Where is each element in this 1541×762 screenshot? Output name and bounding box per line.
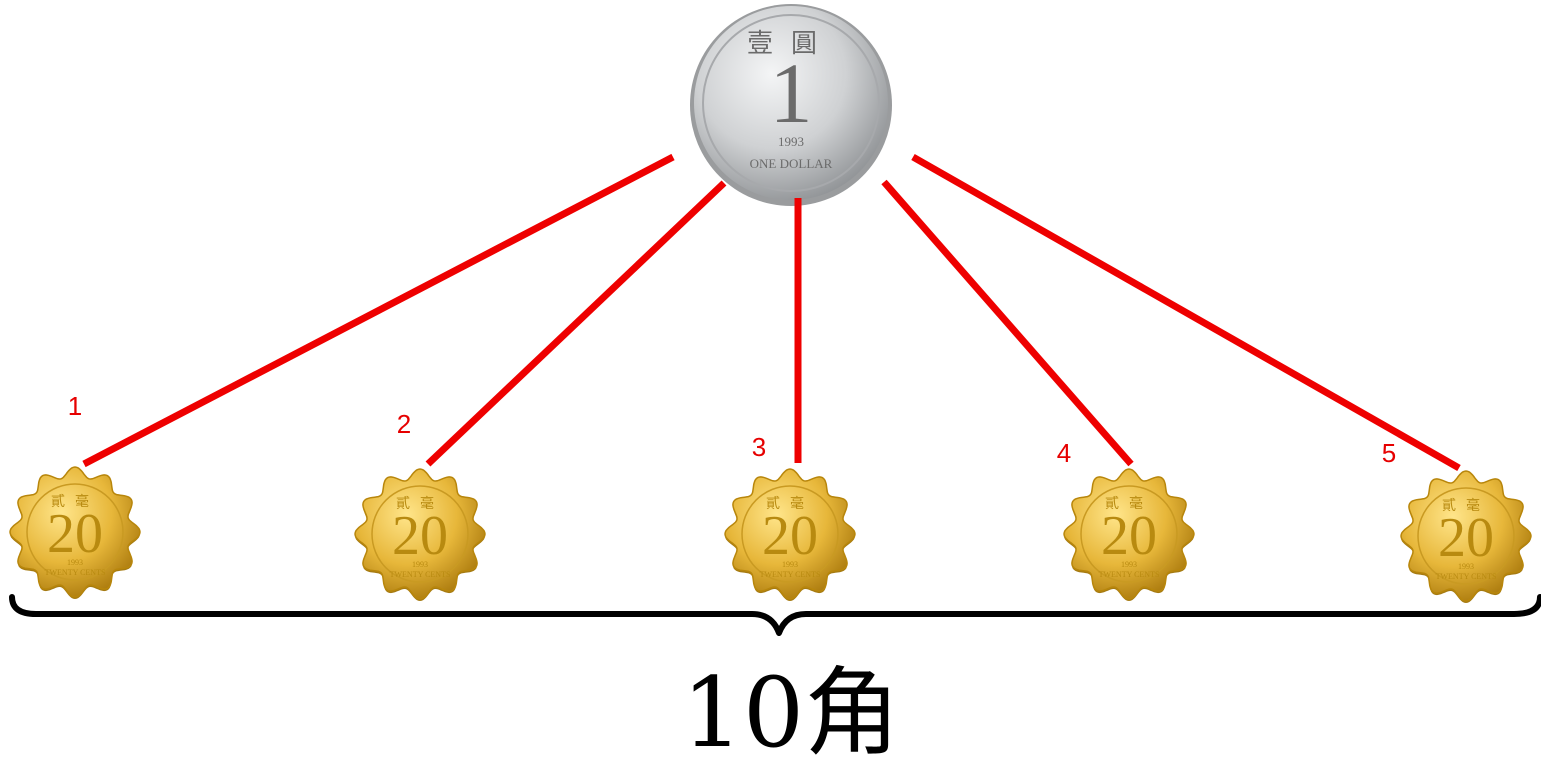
twenty-cent-coin-year: 1993 (782, 560, 798, 569)
grouping-brace (9, 594, 1541, 636)
dollar-coin-chinese: 壹圓 (747, 29, 835, 58)
connector-line-2 (425, 180, 727, 467)
twenty-cent-coin-inscription: TWENTY CENTS (760, 570, 821, 579)
dollar-coin-value: 1 (770, 45, 813, 141)
total-label: 10角 (682, 657, 900, 762)
count-labels: 1 2 3 4 5 (68, 391, 1396, 468)
twenty-cent-coin-inscription: TWENTY CENTS (1436, 572, 1497, 581)
count-label-1: 1 (68, 391, 82, 421)
count-label-4: 4 (1057, 438, 1071, 468)
twenty-cent-coin-chinese: 貳毫 (1442, 497, 1490, 514)
count-label-2: 2 (397, 409, 411, 439)
twenty-cent-coin-inscription: TWENTY CENTS (390, 570, 451, 579)
one-dollar-coin: 壹圓 1 1993 ONE DOLLAR (690, 4, 892, 206)
twenty-cent-coin-year: 1993 (1121, 560, 1137, 569)
twenty-cent-coin-value: 20 (47, 503, 103, 565)
dollar-coin-inscription: ONE DOLLAR (750, 156, 833, 171)
connector-lines (82, 153, 1461, 472)
twenty-cent-coin-year: 1993 (67, 558, 83, 567)
twenty-cent-coin-value: 20 (762, 505, 818, 567)
connector-line-4 (881, 179, 1134, 467)
twenty-cent-coin-year: 1993 (412, 560, 428, 569)
twenty-cent-coin-year: 1993 (1458, 562, 1474, 571)
twenty-cent-coin-chinese: 貳毫 (766, 495, 814, 512)
connector-line-5 (911, 153, 1461, 472)
twenty-cent-coin-chinese: 貳毫 (51, 493, 99, 510)
count-label-5: 5 (1382, 438, 1396, 468)
twenty-cent-coin-value: 20 (392, 505, 448, 567)
twenty-cent-coin-value: 20 (1438, 507, 1494, 569)
connector-line-1 (82, 153, 675, 468)
twenty-cent-coin-inscription: TWENTY CENTS (1099, 570, 1160, 579)
twenty-cent-coin-inscription: TWENTY CENTS (45, 568, 106, 577)
twenty-cent-coin-value: 20 (1101, 505, 1157, 567)
twenty-cent-coin-chinese: 貳毫 (1105, 495, 1153, 512)
twenty-cent-coin-chinese: 貳毫 (396, 495, 444, 512)
count-label-3: 3 (752, 432, 766, 462)
dollar-coin-year: 1993 (778, 134, 804, 149)
